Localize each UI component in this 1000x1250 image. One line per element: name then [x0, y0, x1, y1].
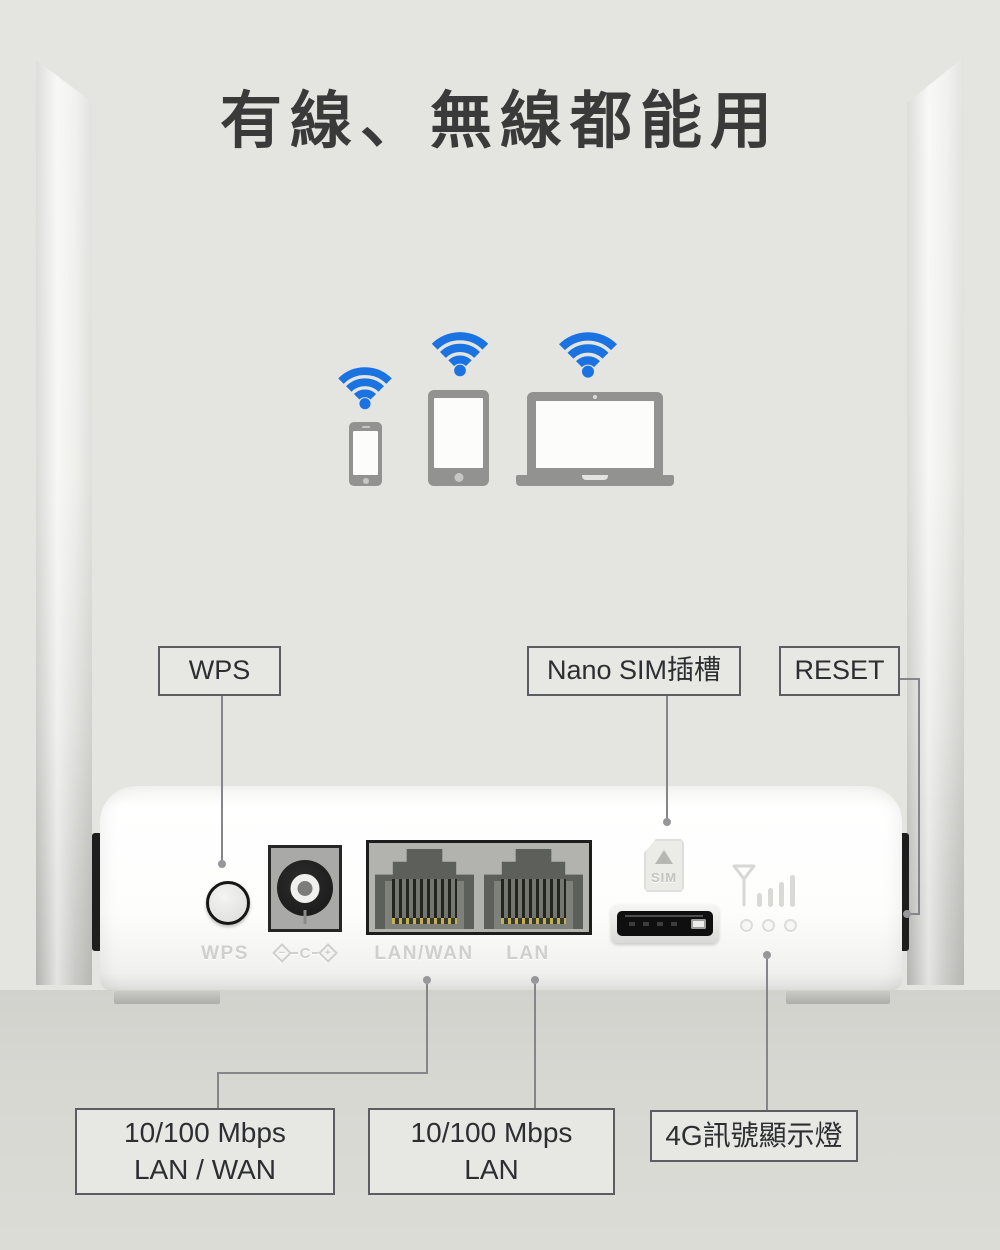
tablet-home-button — [454, 473, 463, 482]
signal-bar-4 — [790, 875, 795, 907]
lan-wan-speed-line2: LAN / WAN — [133, 1153, 277, 1185]
signal-led-3 — [784, 919, 797, 932]
lan-speed-line2: LAN — [464, 1153, 519, 1185]
power-jack-pin — [303, 910, 307, 924]
wifi-icon-phone — [338, 367, 392, 410]
sim-slot-highlight — [625, 915, 703, 917]
lan-wan-callout-line-v2 — [217, 1072, 219, 1108]
phone-home-button — [362, 478, 369, 484]
page-title: 有線、無線都能用 — [219, 87, 780, 156]
callout-wps: WPS — [158, 646, 281, 696]
callout-lan-wan-speed-text: 10/100 Mbps LAN / WAN — [124, 1115, 286, 1189]
callout-4g-indicator-label: 4G訊號顯示燈 — [665, 1119, 843, 1151]
wifi-icon-laptop — [559, 332, 617, 378]
lan-wan-callout-dot — [423, 976, 431, 984]
power-jack[interactable] — [268, 845, 342, 932]
laptop-notch — [582, 475, 608, 480]
signal-bar-1 — [757, 893, 762, 907]
signal-bar-2 — [768, 888, 773, 907]
callout-reset: RESET — [779, 646, 900, 696]
wps-callout-dot — [218, 860, 226, 868]
callout-lan-wan-speed: 10/100 Mbps LAN / WAN — [75, 1108, 335, 1195]
laptop-camera-dot — [593, 395, 597, 399]
lan-callout-line — [534, 984, 536, 1108]
lan-callout-dot — [531, 976, 539, 984]
lan-port[interactable] — [484, 849, 583, 929]
signal-callout-line — [766, 959, 768, 1110]
polarity-dash — [312, 951, 320, 955]
antenna-signal-icon — [732, 864, 756, 907]
sim-tray-tab — [691, 919, 706, 929]
callout-lan-speed: 10/100 Mbps LAN — [368, 1108, 615, 1195]
router-foot-left — [114, 991, 220, 1004]
signal-led-1 — [740, 919, 753, 932]
sim-insert-arrow-icon — [655, 850, 673, 864]
sim-icon-label: SIM — [650, 870, 678, 885]
laptop-display — [536, 401, 654, 468]
sim-callout-line — [666, 696, 668, 822]
lan-wan-panel-label: LAN/WAN — [374, 943, 474, 964]
polarity-minus-diamond: − — [271, 943, 292, 963]
lan-panel-label: LAN — [506, 943, 550, 964]
power-jack-ring — [290, 874, 320, 903]
sim-slot-marks — [629, 922, 685, 926]
callout-reset-label: RESET — [794, 655, 885, 686]
wps-callout-line — [221, 696, 223, 863]
polarity-center-letter: C — [299, 944, 311, 962]
left-antenna — [36, 60, 92, 985]
tablet-screen — [434, 398, 483, 468]
left-antenna-hinge — [92, 833, 102, 951]
signal-led-2 — [762, 919, 775, 932]
reset-callout-line-h2 — [908, 913, 920, 915]
signal-bar-3 — [779, 882, 784, 907]
wifi-icon-tablet — [431, 332, 489, 377]
wps-button[interactable] — [206, 881, 250, 925]
lan-wan-port[interactable] — [375, 849, 474, 929]
port-pins — [500, 879, 567, 925]
callout-4g-indicator: 4G訊號顯示燈 — [650, 1110, 858, 1162]
callout-nano-sim: Nano SIM插槽 — [527, 646, 741, 696]
sim-card-icon: SIM — [644, 839, 684, 892]
phone-speaker — [361, 426, 370, 428]
lan-wan-callout-line-v1 — [426, 984, 428, 1074]
port-pins — [391, 879, 458, 925]
sim-callout-dot — [663, 818, 671, 826]
callout-nano-sim-label: Nano SIM插槽 — [546, 655, 722, 686]
router-foot-right — [786, 991, 890, 1004]
tablet-illustration — [428, 390, 489, 486]
reset-callout-line-v — [918, 678, 920, 915]
nano-sim-slot[interactable] — [611, 904, 719, 943]
reset-callout-line-h1 — [900, 678, 920, 680]
ethernet-port-frame — [366, 840, 592, 935]
reset-callout-dot — [903, 910, 911, 918]
right-antenna-hinge — [899, 833, 909, 951]
lan-wan-speed-line1: 10/100 Mbps — [124, 1116, 286, 1148]
smartphone-illustration — [349, 422, 382, 486]
wps-panel-label: WPS — [201, 943, 249, 964]
signal-callout-dot — [763, 951, 771, 959]
lan-speed-line1: 10/100 Mbps — [410, 1116, 573, 1148]
callout-lan-speed-text: 10/100 Mbps LAN — [411, 1115, 573, 1189]
sim-slot-opening — [617, 911, 713, 936]
callout-wps-label: WPS — [188, 655, 251, 686]
lan-wan-callout-line-h — [217, 1072, 428, 1074]
polarity-plus-diamond: + — [318, 943, 339, 963]
phone-screen — [353, 431, 378, 475]
polarity-dash — [290, 951, 298, 955]
power-polarity-icon: − C + — [268, 941, 342, 965]
laptop-base-illustration — [516, 475, 674, 486]
laptop-screen-illustration — [527, 392, 663, 475]
right-antenna — [907, 57, 964, 985]
